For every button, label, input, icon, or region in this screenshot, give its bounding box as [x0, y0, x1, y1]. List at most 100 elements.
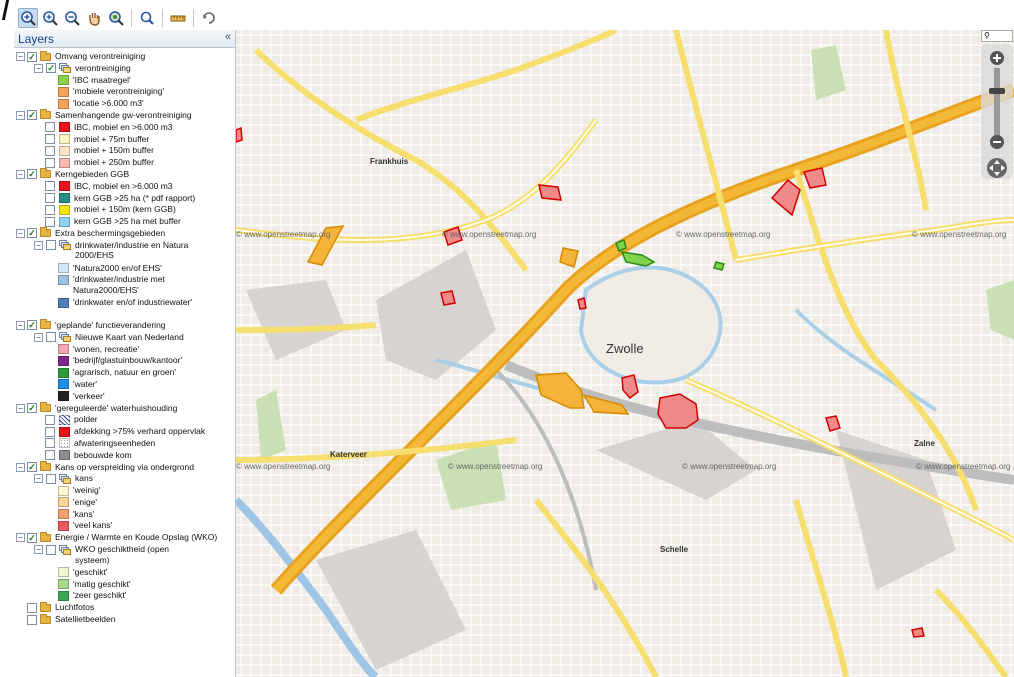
map-canvas[interactable] [236, 30, 1014, 677]
legend-label: 'drinkwater en/of industriewater' [73, 297, 192, 308]
zoom-in-box-icon [21, 11, 36, 26]
layer-checkbox[interactable]: ✓ [27, 110, 37, 121]
collapse-panel-icon[interactable]: « [224, 31, 231, 43]
layer-group[interactable]: −✓Energie / Warmte en Koude Opslag (WKO) [14, 531, 235, 543]
layer-group[interactable]: −✓'gereguleerde' waterhuishouding [14, 402, 235, 414]
expand-toggle-icon[interactable]: − [16, 228, 25, 238]
zoom-in-button[interactable] [40, 8, 60, 28]
layer-checkbox[interactable] [45, 216, 55, 227]
legend-item: 'wonen, recreatie' [14, 344, 235, 355]
sublayer[interactable]: afwateringseenheden [14, 438, 235, 449]
sublayer[interactable]: polder [14, 414, 235, 425]
sublayer[interactable]: IBC, mobiel en >6.000 m3 [14, 181, 235, 192]
zoom-full-extent-button[interactable] [106, 8, 126, 28]
zoom-in-box-button[interactable] [18, 8, 38, 28]
identify-button[interactable] [137, 8, 157, 28]
sublayer[interactable]: kern GGB >25 ha met buffer [14, 216, 235, 227]
expand-toggle-icon[interactable]: − [16, 110, 25, 120]
measure-icon [170, 15, 186, 22]
layer-checkbox[interactable] [45, 414, 55, 425]
layer-checkbox[interactable] [45, 426, 55, 437]
map-search-box[interactable]: ⚲ [981, 30, 1013, 42]
legend-item: 'verkeer' [14, 391, 235, 402]
expand-toggle-icon[interactable]: − [34, 63, 43, 73]
layer-checkbox[interactable] [45, 450, 55, 461]
expand-toggle-icon[interactable]: − [16, 320, 25, 330]
layer-checkbox[interactable] [27, 614, 37, 625]
sublayer[interactable]: −kans [14, 473, 235, 484]
sublayer[interactable]: −Nieuwe Kaart van Nederland [14, 332, 235, 343]
expand-toggle-icon[interactable]: − [34, 332, 43, 342]
legend-swatch [58, 297, 69, 308]
layer-checkbox[interactable]: ✓ [27, 403, 37, 414]
layer-group-label: Kerngebieden GGB [55, 168, 130, 179]
layers-panel: Layers « −✓Omvang verontreiniging−✓veron… [14, 30, 236, 677]
layer-group[interactable]: −✓ Kerngebieden GGB [14, 168, 235, 180]
expand-toggle-icon[interactable]: − [34, 545, 43, 555]
layer-checkbox[interactable]: ✓ [27, 169, 37, 180]
sublayer[interactable]: mobiel + 250m buffer [14, 157, 235, 168]
expand-toggle-icon[interactable]: − [16, 403, 25, 413]
legend-swatch [59, 134, 70, 145]
folder-icon [40, 613, 51, 624]
sublayer-label: WKO geschiktheid (open systeem) [75, 544, 170, 565]
layer-checkbox[interactable] [46, 332, 56, 343]
layer-checkbox[interactable] [45, 134, 55, 145]
layer-group[interactable]: −✓'geplande' functieverandering [14, 319, 235, 331]
layer-checkbox[interactable]: ✓ [27, 228, 37, 239]
sublayer[interactable]: IBC, mobiel en >6.000 m3 [14, 122, 235, 133]
layer-checkbox[interactable] [45, 181, 55, 192]
legend-swatch [59, 193, 70, 204]
expand-toggle-icon[interactable]: − [16, 52, 25, 61]
expand-toggle-icon[interactable]: − [16, 533, 25, 543]
layer-checkbox[interactable] [46, 544, 56, 555]
layer-checkbox[interactable]: ✓ [27, 51, 37, 62]
layer-checkbox[interactable] [45, 193, 55, 204]
layer-checkbox[interactable] [45, 157, 55, 168]
measure-button[interactable] [168, 8, 188, 28]
sublayer[interactable]: kern GGB >25 ha (* pdf rapport) [14, 193, 235, 204]
pan-hand-button[interactable] [84, 8, 104, 28]
sublayer[interactable]: mobiel + 75m buffer [14, 134, 235, 145]
map-view[interactable]: ⚲ Frankhuis Katerveer Zalne Schelle Zwol… [236, 30, 1014, 677]
layer-checkbox[interactable] [27, 602, 37, 613]
sublayer[interactable]: mobiel + 150m (kern GGB) [14, 204, 235, 215]
zoom-out-button[interactable] [62, 8, 82, 28]
layer-checkbox[interactable]: ✓ [27, 320, 37, 331]
refresh-button[interactable] [199, 8, 219, 28]
expand-toggle-icon[interactable]: − [16, 462, 25, 472]
expand-toggle-icon[interactable]: − [16, 169, 25, 179]
layer-checkbox[interactable] [46, 240, 56, 251]
sublayer[interactable]: −drinkwater/industrie en Natura 2000/EHS [14, 240, 235, 262]
layer-checkbox[interactable]: ✓ [27, 532, 37, 543]
sublayer[interactable]: mobiel + 150m buffer [14, 145, 235, 156]
legend-item: 'geschikt' [14, 567, 235, 578]
layer-checkbox[interactable] [45, 122, 55, 133]
legend-item: 'Natura2000 en/of EHS' [14, 263, 235, 274]
sublayer[interactable]: afdekking >75% verhard oppervlak [14, 426, 235, 437]
layer-checkbox[interactable] [46, 473, 56, 484]
layer-checkbox[interactable]: ✓ [27, 462, 37, 472]
layer-group[interactable]: −✓Kans op verspreiding via ondergrond [14, 461, 235, 473]
layer-group[interactable]: Luchtfotos [14, 601, 235, 613]
layer-group[interactable]: −✓Extra beschermingsgebieden [14, 227, 235, 239]
legend-swatch [58, 379, 69, 390]
layer-group[interactable]: −✓Samenhangende gw-verontreiniging [14, 109, 235, 121]
sublayer-label: mobiel + 250m buffer [74, 157, 154, 168]
layer-checkbox[interactable] [45, 204, 55, 215]
industrial-area [376, 250, 496, 380]
industrial-area [246, 280, 346, 360]
city-label: Zwolle [606, 341, 644, 356]
layer-checkbox[interactable]: ✓ [46, 63, 56, 74]
sublayer[interactable]: − WKO geschiktheid (open systeem) [14, 544, 235, 566]
layer-checkbox[interactable] [45, 438, 55, 449]
sublayer[interactable]: bebouwde kom [14, 450, 235, 461]
layer-group[interactable]: Satellietbeelden [14, 613, 235, 625]
expand-toggle-icon[interactable]: − [34, 474, 43, 484]
expand-toggle-icon[interactable]: − [34, 240, 43, 250]
legend-item: 'kans' [14, 509, 235, 520]
layer-group[interactable]: −✓Omvang verontreiniging [14, 50, 235, 62]
layer-checkbox[interactable] [45, 145, 55, 156]
folder-icon [40, 50, 51, 61]
sublayer[interactable]: −✓verontreiniging [14, 63, 235, 74]
